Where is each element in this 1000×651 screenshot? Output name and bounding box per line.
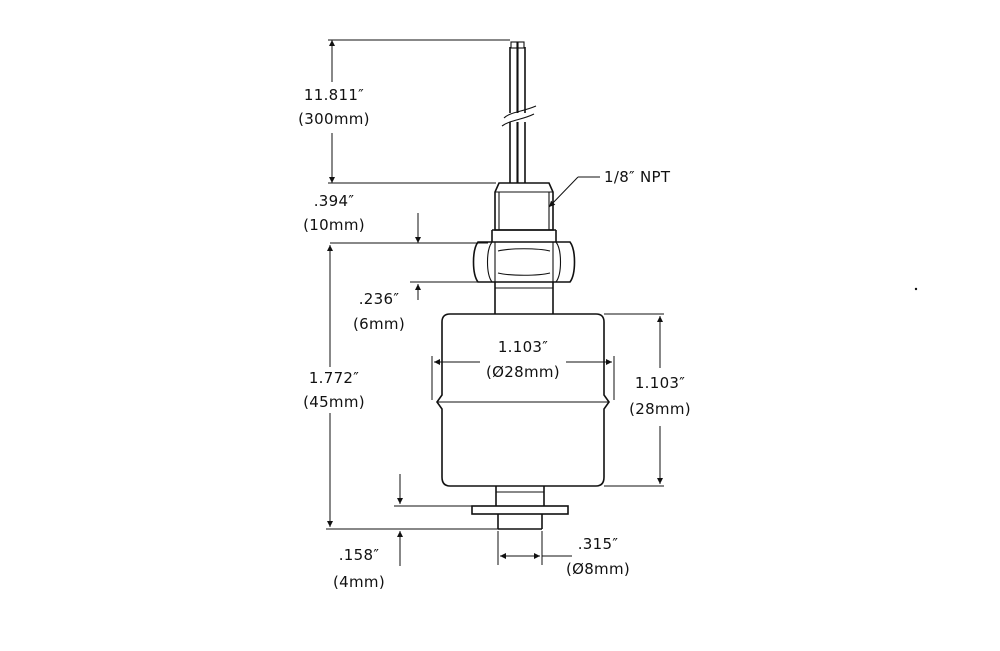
thread-length-dimension	[330, 213, 488, 244]
float-height-dimension	[604, 313, 664, 487]
float-height-inch: 1.103″	[635, 374, 685, 392]
stem-gap-dimension	[410, 281, 478, 300]
stop-thickness-mm: (4mm)	[333, 573, 385, 591]
lead-wires	[501, 41, 537, 183]
stem-diameter-mm: (Ø8mm)	[566, 560, 630, 578]
dimension-labels: 11.811″ (300mm) 1/8″ NPT .394″ (10mm) .2…	[298, 86, 691, 591]
upper-stem	[494, 282, 554, 314]
lead-length-mm: (300mm)	[298, 110, 370, 128]
thread-label: 1/8″ NPT	[604, 168, 671, 186]
threaded-fitting	[491, 182, 557, 242]
float-diameter-inch: 1.103″	[498, 338, 548, 356]
stop-thickness-inch: .158″	[339, 546, 380, 564]
float-body	[436, 313, 610, 487]
lower-stem	[471, 486, 569, 530]
stem-diameter-dimension	[497, 531, 572, 565]
overall-length-dimension	[326, 245, 498, 530]
thread-length-mm: (10mm)	[303, 216, 365, 234]
stem-gap-inch: .236″	[359, 290, 400, 308]
npt-leader	[548, 176, 600, 208]
hex-nut	[472, 241, 576, 283]
stem-gap-mm: (6mm)	[353, 315, 405, 333]
lead-length-inch: 11.811″	[304, 86, 364, 104]
stem-diameter-inch: .315″	[578, 535, 619, 553]
overall-length-inch: 1.772″	[309, 369, 359, 387]
float-diameter-dimension	[431, 356, 615, 400]
thread-length-inch: .394″	[314, 192, 355, 210]
stop-thickness-dimension	[394, 474, 472, 566]
part-outline	[436, 41, 610, 530]
stray-dot	[914, 287, 918, 291]
overall-length-mm: (45mm)	[303, 393, 365, 411]
dimension-lines	[326, 39, 664, 566]
float-height-mm: (28mm)	[629, 400, 691, 418]
float-diameter-mm: (Ø28mm)	[486, 363, 560, 381]
lead-length-dimension	[328, 39, 510, 184]
